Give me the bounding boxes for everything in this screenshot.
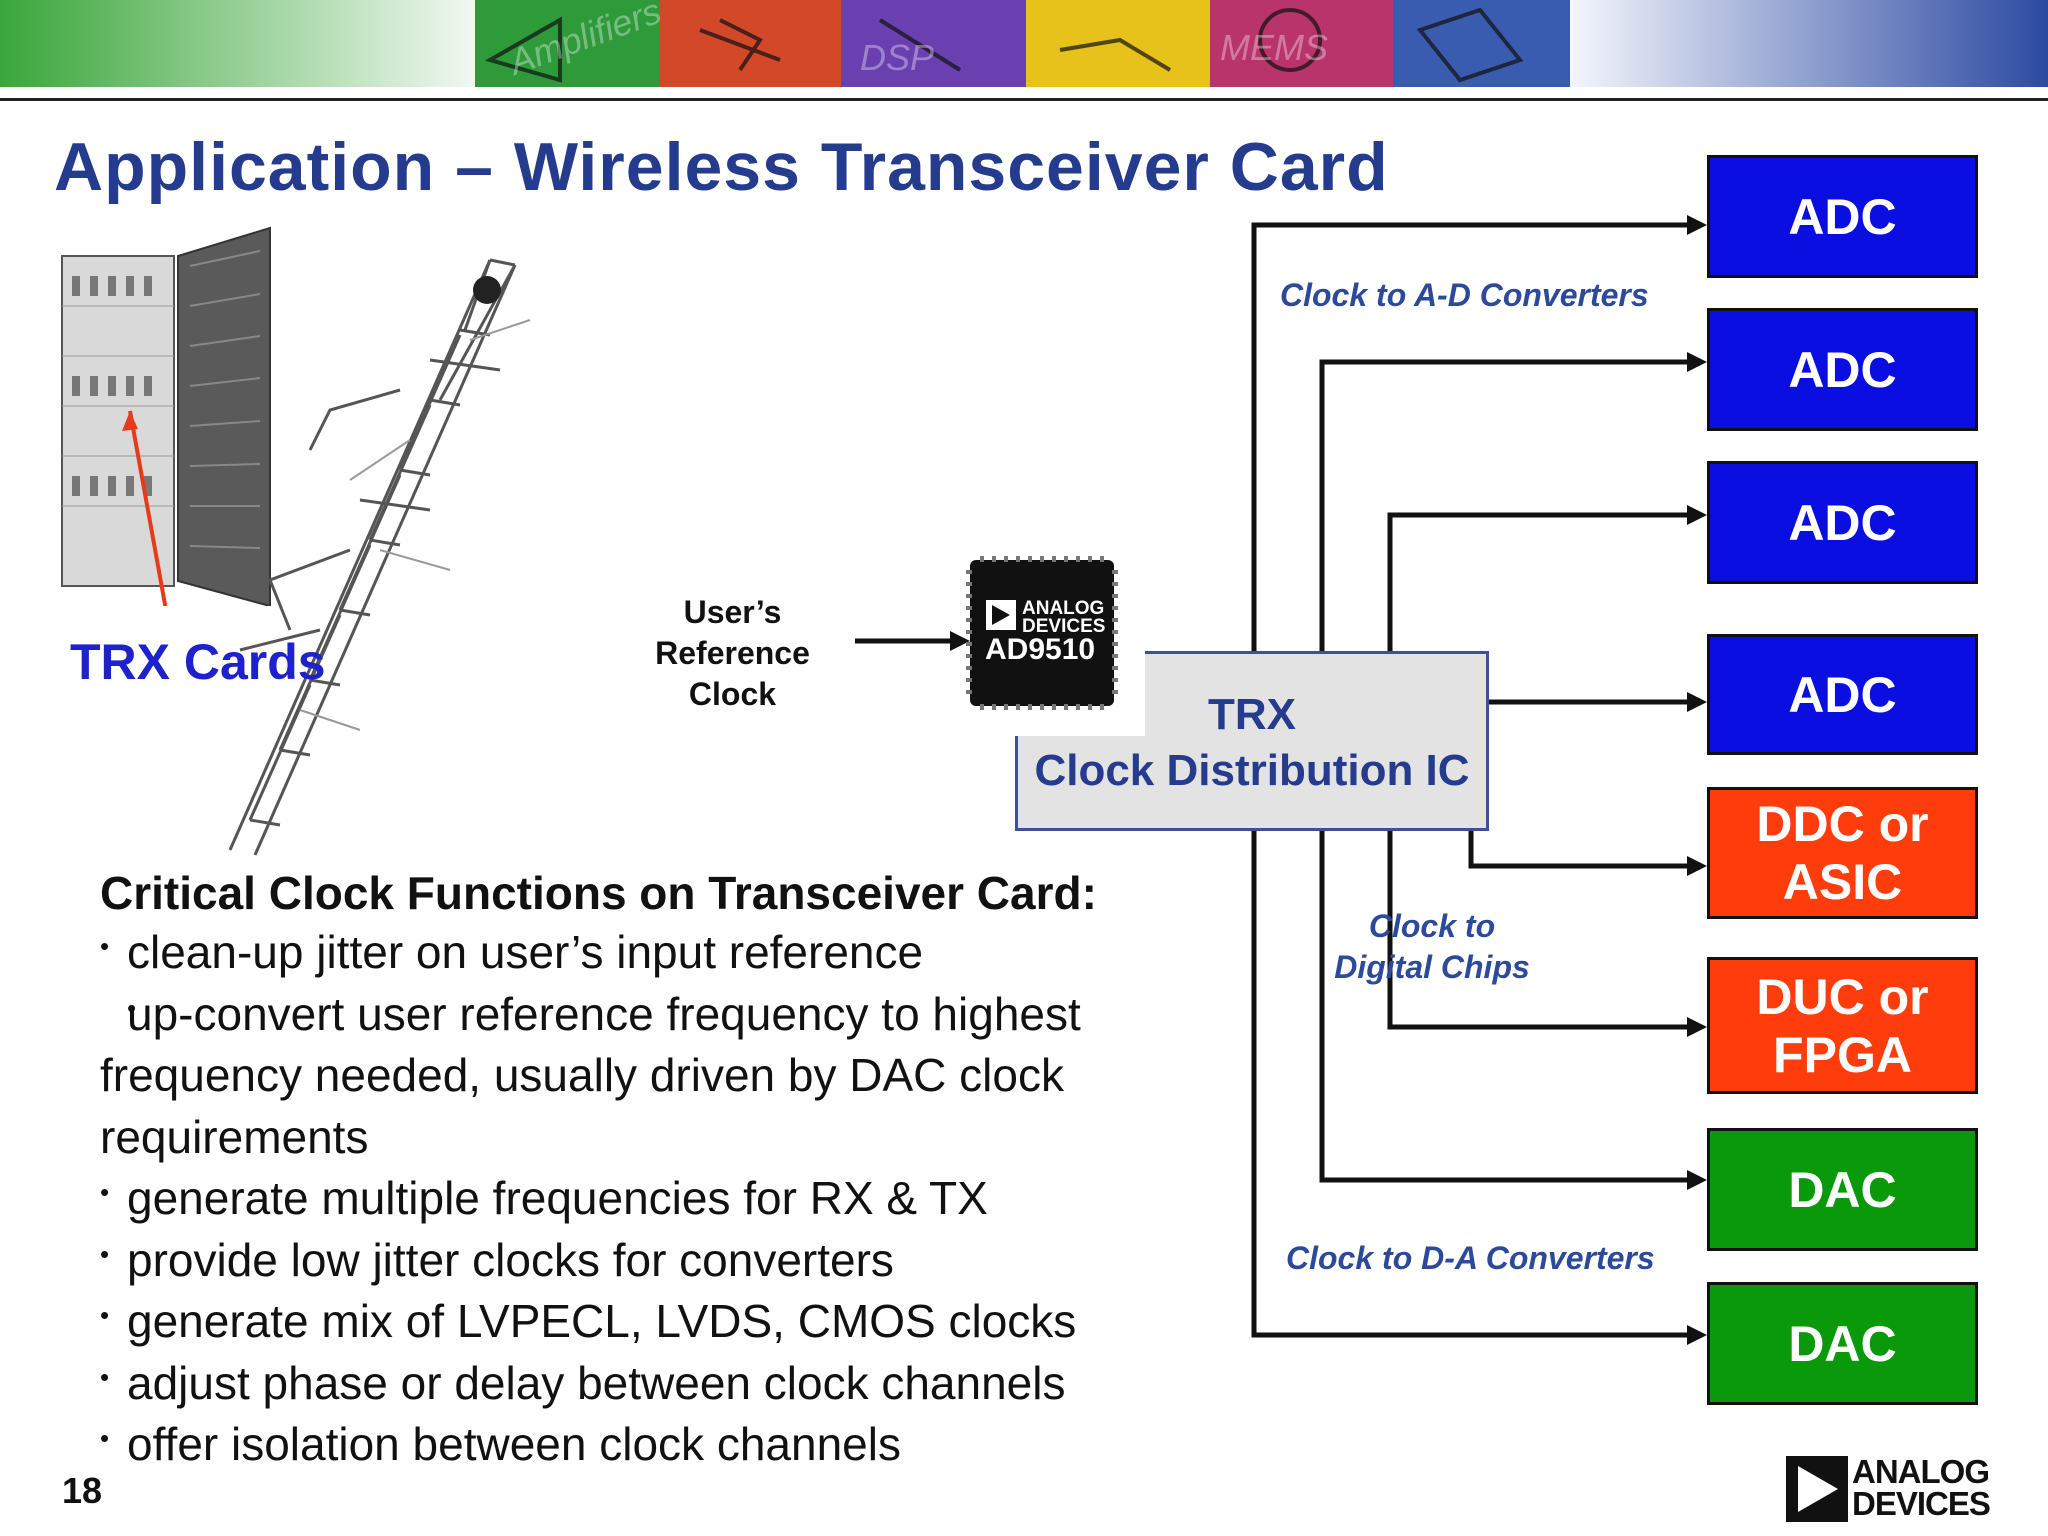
adc-block-2: ADC: [1707, 308, 1978, 431]
dac-block-2: DAC: [1707, 1282, 1978, 1405]
functions-heading: Critical Clock Functions on Transceiver …: [100, 867, 1097, 919]
function-item: generate mix of LVPECL, LVDS, CMOS clock…: [100, 1285, 1220, 1353]
function-item: offer isolation between clock channels: [100, 1408, 1220, 1476]
clock-to-ad-label: Clock to A-D Converters: [1280, 277, 1649, 313]
header-rule: [0, 98, 2048, 101]
ad9510-chip-image: [966, 556, 1118, 710]
dac-block-1: DAC: [1707, 1128, 1978, 1251]
analog-devices-logo-text: ANALOG DEVICES: [1852, 1453, 1991, 1522]
header-banner: Amplifiers DSP MEMS: [0, 0, 2048, 87]
clock-to-digital-label: Clock to Digital Chips: [1334, 908, 1530, 985]
function-item: generate multiple frequencies for RX & T…: [100, 1162, 1220, 1230]
reference-clock-label: User’s Reference Clock: [655, 594, 810, 712]
wire-ddc: [1468, 831, 1690, 869]
slide-title: Application – Wireless Transceiver Card: [54, 129, 1389, 205]
wire-duc: [1387, 831, 1690, 1030]
cell-tower-image: [228, 258, 531, 856]
chip-part-number: AD9510: [985, 633, 1096, 666]
banner-tile-power: [659, 0, 841, 87]
banner-tile-mems: [1210, 0, 1393, 87]
svg-text:DSP: DSP: [860, 37, 934, 78]
adc-block-1: ADC: [1707, 155, 1978, 278]
wire-dac-1: [1319, 831, 1690, 1183]
page-number: 18: [62, 1470, 103, 1511]
svg-text:MEMS: MEMS: [1220, 27, 1328, 68]
clock-ic-subtitle: Clock Distribution IC: [1034, 746, 1470, 795]
clock-to-da-label: Clock to D-A Converters: [1286, 1240, 1655, 1276]
duc-fpga-block: DUC or FPGA: [1707, 957, 1978, 1094]
adc-block-3: ADC: [1707, 461, 1978, 584]
wire-adc-1: [1251, 222, 1690, 651]
ddc-asic-block: DDC or ASIC: [1707, 787, 1978, 919]
function-item: up-convert user reference frequency to h…: [100, 978, 1220, 1169]
functions-list: clean-up jitter on user’s input referenc…: [100, 916, 1220, 1476]
function-item: provide low jitter clocks for converters: [100, 1224, 1220, 1292]
wire-adc-3: [1387, 512, 1690, 651]
function-item: adjust phase or delay between clock chan…: [100, 1347, 1220, 1415]
analog-devices-logo: [1786, 1456, 1848, 1522]
banner-tile-rf: [1026, 0, 1210, 87]
wire-dac-2: [1251, 831, 1690, 1338]
adc-block-4: ADC: [1707, 634, 1978, 755]
clock-ic-title: TRX: [1208, 690, 1296, 739]
trx-cards-label: TRX Cards: [70, 634, 326, 690]
banner-tile-amplifiers: [475, 0, 659, 87]
wire-adc-2: [1319, 359, 1690, 651]
banner-tile-dsp: [841, 0, 1026, 87]
equipment-cabinet-image: [61, 226, 271, 606]
function-item: clean-up jitter on user’s input referenc…: [100, 916, 1220, 984]
chip-brand-text: ANALOG DEVICES: [1022, 598, 1106, 637]
